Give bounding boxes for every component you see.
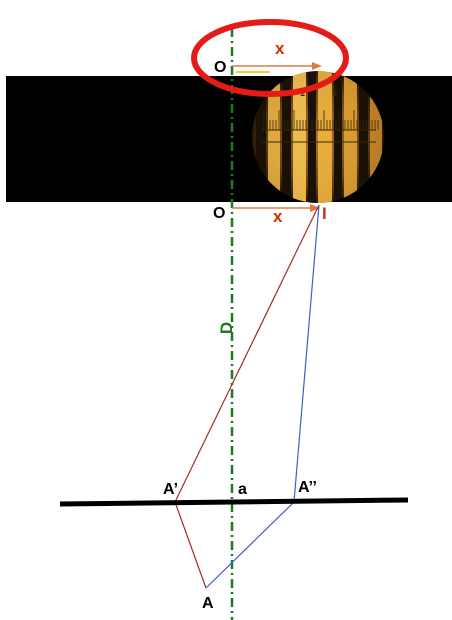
label-x-mid: x — [273, 207, 283, 226]
label-o-mid: O — [213, 205, 225, 222]
black-band — [6, 76, 452, 202]
screen-line — [59, 497, 409, 507]
label-i: I — [322, 204, 327, 223]
label-x-top: x — [275, 39, 285, 58]
label-a-double-prime: A’’ — [298, 479, 317, 496]
scale-ticks — [263, 110, 379, 130]
x-arrow-top-head — [312, 62, 322, 70]
fringe-bands — [256, 71, 382, 203]
red-ray-path — [174, 204, 320, 589]
x-arrow-mid-head — [310, 204, 320, 212]
blue-ray-path — [205, 204, 320, 589]
scale-digit-5: 5 — [332, 88, 337, 98]
label-o-top: O — [214, 59, 226, 76]
label-a: A — [202, 595, 214, 612]
label-d: D — [217, 322, 236, 334]
label-a-prime: A’ — [163, 481, 178, 498]
microscope-view: 1 5 — [252, 71, 384, 203]
label-a-small: a — [238, 481, 247, 498]
highlight-ellipse — [191, 19, 349, 97]
